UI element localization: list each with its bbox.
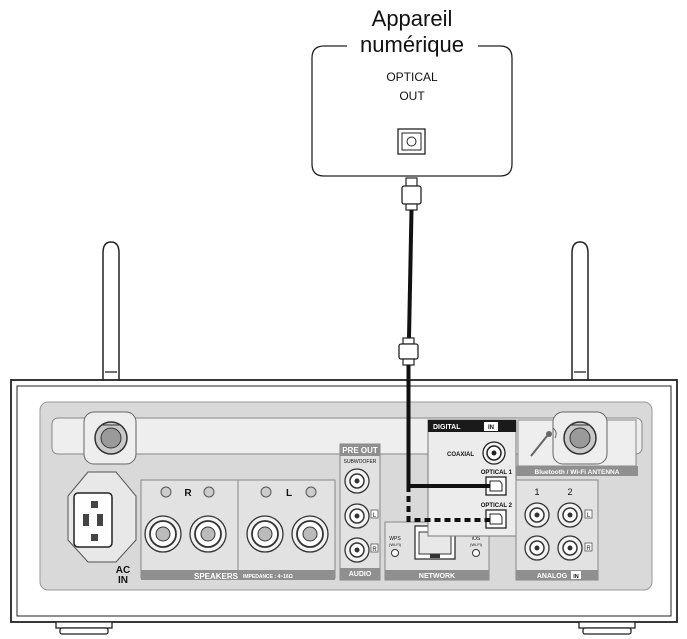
device-title-line2: numérique bbox=[360, 32, 464, 57]
ios-button bbox=[472, 549, 480, 557]
digital-label: DIGITAL bbox=[433, 424, 461, 431]
antenna-icon bbox=[530, 427, 557, 457]
speaker-l-plus-terminal bbox=[291, 515, 329, 553]
analog-in-section: 1 2 L R ANALOG IN bbox=[515, 479, 599, 581]
analog-l-label: L bbox=[587, 513, 591, 519]
wps-button bbox=[391, 549, 399, 557]
foot-left bbox=[55, 621, 113, 635]
analog1-r-jack bbox=[524, 535, 550, 561]
speaker-terminals: R L SPEAKERS IMPEDANCE : 4~16Ω bbox=[140, 479, 336, 581]
antenna-label: Bluetooth / Wi-Fi ANTENNA bbox=[535, 469, 620, 476]
optical-cable bbox=[398, 177, 422, 380]
optical2-label: OPTICAL 2 bbox=[481, 503, 513, 509]
speaker-r-plus-terminal bbox=[144, 515, 182, 553]
analog2-l-jack bbox=[557, 502, 583, 528]
optical-out-port bbox=[397, 128, 426, 155]
antenna-right bbox=[571, 241, 589, 380]
coaxial-label: COAXIAL bbox=[447, 452, 474, 458]
foot-right bbox=[578, 621, 636, 635]
ios-label: iOS bbox=[472, 536, 481, 542]
coaxial-jack bbox=[482, 441, 506, 465]
speaker-l-label: L bbox=[286, 488, 292, 499]
network-label: NETWORK bbox=[419, 573, 455, 580]
optical1-label: OPTICAL 1 bbox=[481, 470, 513, 476]
audio-r-jack bbox=[344, 537, 370, 563]
audio-r-label: R bbox=[372, 547, 377, 553]
antenna-left bbox=[102, 241, 120, 380]
analog2-r-jack bbox=[557, 535, 583, 561]
pre-out-section: PRE OUT SUBWOOFER L R AUDIO bbox=[339, 443, 381, 581]
antenna-right-base: Bluetooth / Wi-Fi ANTENNA bbox=[516, 411, 638, 476]
antenna-left-base bbox=[83, 411, 137, 465]
analog-label: ANALOG bbox=[537, 573, 568, 580]
speaker-r-label: R bbox=[184, 488, 192, 499]
digital-in-badge: IN bbox=[488, 425, 494, 431]
ios-sub-label: (Wi-Fi) bbox=[470, 542, 483, 547]
cable-route-optical2-dashed bbox=[406, 486, 490, 522]
device-title-line1: Appareil bbox=[372, 6, 453, 31]
audio-l-label: L bbox=[373, 513, 377, 519]
ac-label: AC bbox=[116, 565, 130, 576]
optical-out-label-line2: OUT bbox=[399, 89, 425, 103]
speakers-label: SPEAKERS bbox=[194, 572, 239, 581]
optical2-port bbox=[485, 509, 507, 529]
speaker-l-minus-terminal bbox=[246, 515, 284, 553]
audio-label: AUDIO bbox=[349, 571, 372, 578]
ac-in-label: IN bbox=[118, 575, 128, 586]
subwoofer-label: SUBWOOFER bbox=[344, 459, 377, 465]
optical-out-label-line1: OPTICAL bbox=[386, 70, 438, 84]
digital-device: Appareil numérique OPTICAL OUT bbox=[311, 6, 513, 177]
wps-sub-label: (Wi-Fi) bbox=[389, 542, 402, 547]
subwoofer-jack bbox=[344, 468, 370, 494]
speaker-r-minus-terminal bbox=[189, 515, 227, 553]
wps-label: WPS bbox=[389, 536, 401, 542]
impedance-label: IMPEDANCE : 4~16Ω bbox=[243, 574, 293, 580]
analog-ch1-label: 1 bbox=[534, 487, 539, 497]
pre-out-label: PRE OUT bbox=[342, 446, 378, 455]
optical1-port bbox=[485, 476, 507, 496]
analog-in-badge: IN bbox=[573, 574, 579, 580]
analog1-l-jack bbox=[524, 502, 550, 528]
ac-inlet: AC IN bbox=[67, 471, 137, 586]
analog-r-label: R bbox=[586, 546, 591, 552]
analog-ch2-label: 2 bbox=[567, 487, 572, 497]
audio-l-jack bbox=[344, 503, 370, 529]
digital-in-section: DIGITAL IN COAXIAL OPTICAL 1 OPTICAL 2 bbox=[427, 419, 517, 537]
